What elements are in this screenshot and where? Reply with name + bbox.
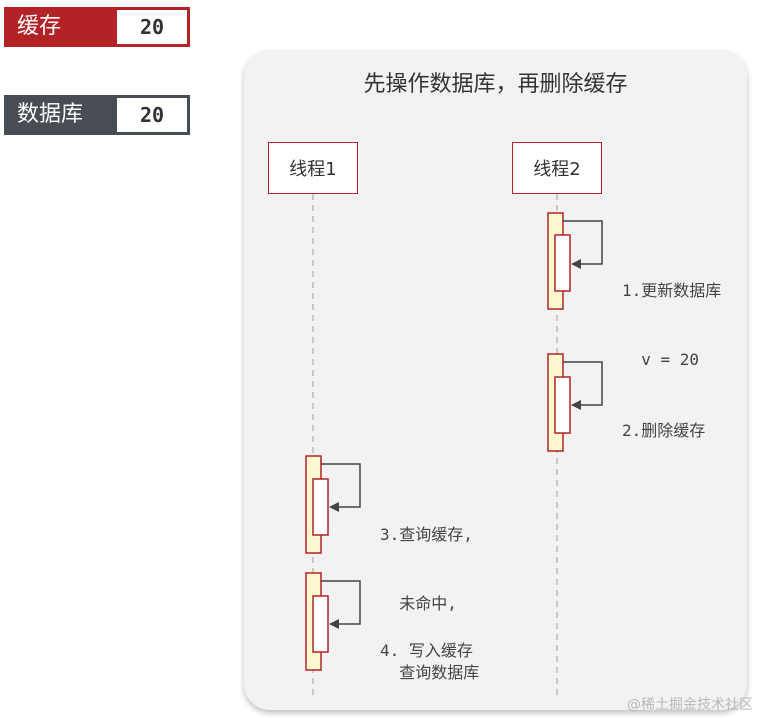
step4-activation <box>305 572 361 671</box>
step1-label-line1: 1.更新数据库 <box>622 281 722 300</box>
database-status-badge: 数据库 20 <box>4 95 190 135</box>
database-label: 数据库 <box>17 102 84 127</box>
step2-activation <box>547 353 603 452</box>
step1-self-call-arrow <box>563 220 603 269</box>
step3-label: 3.查询缓存, 未命中, 查询数据库 <box>380 477 479 707</box>
database-value: 20 <box>117 98 187 132</box>
step3-label-line3: 查询数据库 <box>380 663 480 682</box>
step1-activation <box>547 212 603 310</box>
diagram-title: 先操作数据库，再删除缓存 <box>363 72 628 97</box>
step2-label-line1: 2.删除缓存 <box>622 421 706 440</box>
step1-label-line2: v = 20 <box>622 350 700 369</box>
step2-label: 2.删除缓存 <box>622 373 705 465</box>
watermark: @稀土掘金技术社区 <box>627 697 753 713</box>
cache-value: 20 <box>117 10 187 44</box>
cache-status-badge: 缓存 20 <box>4 7 190 47</box>
step1-label: 1.更新数据库 v = 20 <box>622 233 721 394</box>
step2-self-call-arrow <box>563 361 603 410</box>
step3-label-line2: 未命中, <box>380 594 457 613</box>
thread2-header: 线程2 <box>512 142 602 194</box>
step3-label-line1: 3.查询缓存, <box>380 525 473 544</box>
step3-self-call-arrow <box>321 463 361 512</box>
step4-label-line1: 4. 写入缓存 <box>380 641 473 660</box>
thread1-header: 线程1 <box>268 142 358 194</box>
step3-activation <box>305 455 361 554</box>
step4-self-call-arrow <box>321 580 361 629</box>
step4-label: 4. 写入缓存 <box>380 593 473 685</box>
cache-label: 缓存 <box>17 14 62 39</box>
